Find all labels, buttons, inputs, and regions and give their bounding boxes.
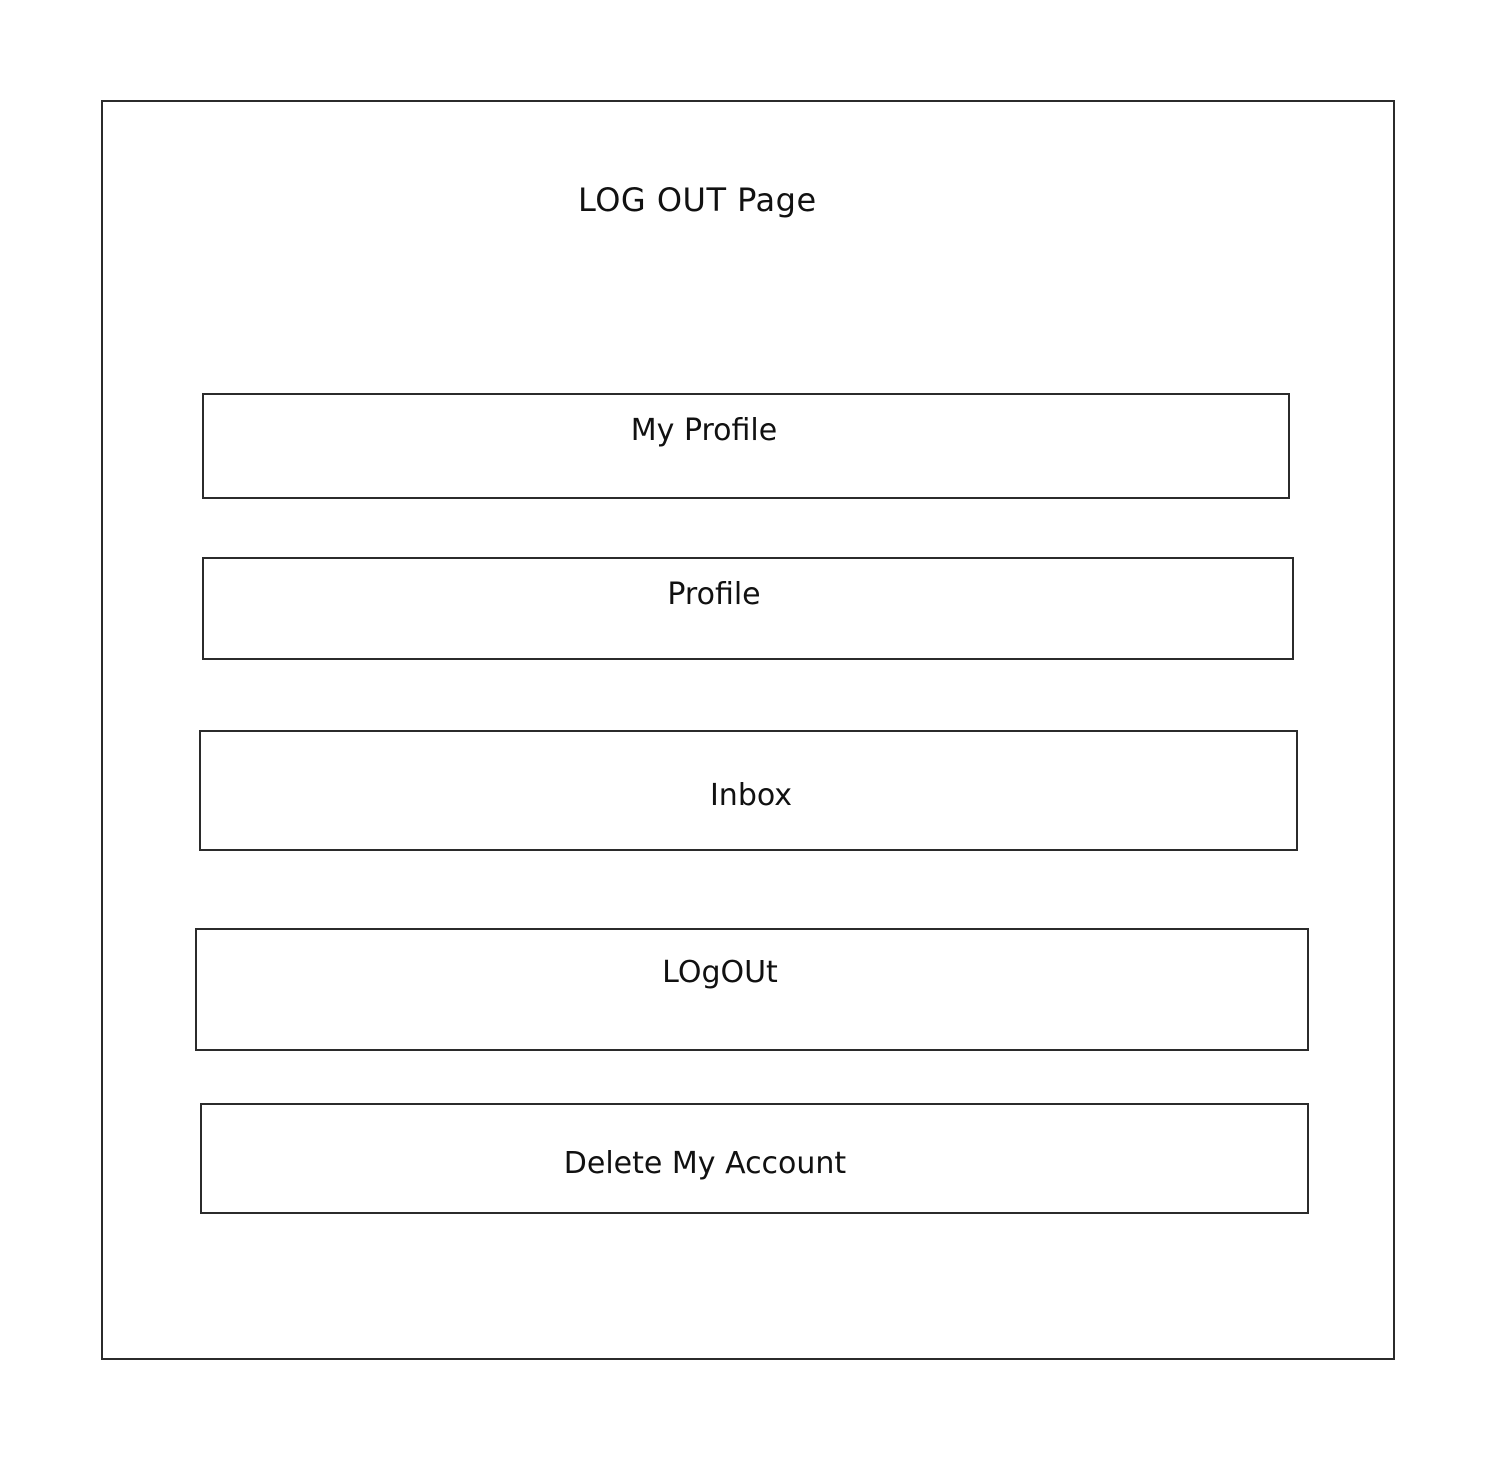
delete-account-label: Delete My Account bbox=[563, 1146, 847, 1181]
delete-account-button[interactable]: Delete My Account bbox=[200, 1103, 1309, 1214]
page-frame bbox=[101, 100, 1395, 1360]
profile-button[interactable]: Profile bbox=[202, 557, 1294, 660]
inbox-button[interactable]: Inbox bbox=[199, 730, 1298, 851]
page-title: LOG OUT Page bbox=[578, 181, 817, 219]
logout-label: LOgOUt bbox=[662, 955, 778, 990]
my-profile-button[interactable]: My Profile bbox=[202, 393, 1290, 499]
inbox-label: Inbox bbox=[709, 778, 793, 813]
profile-label: Profile bbox=[667, 577, 761, 612]
my-profile-label: My Profile bbox=[630, 413, 778, 448]
logout-button[interactable]: LOgOUt bbox=[195, 928, 1309, 1051]
